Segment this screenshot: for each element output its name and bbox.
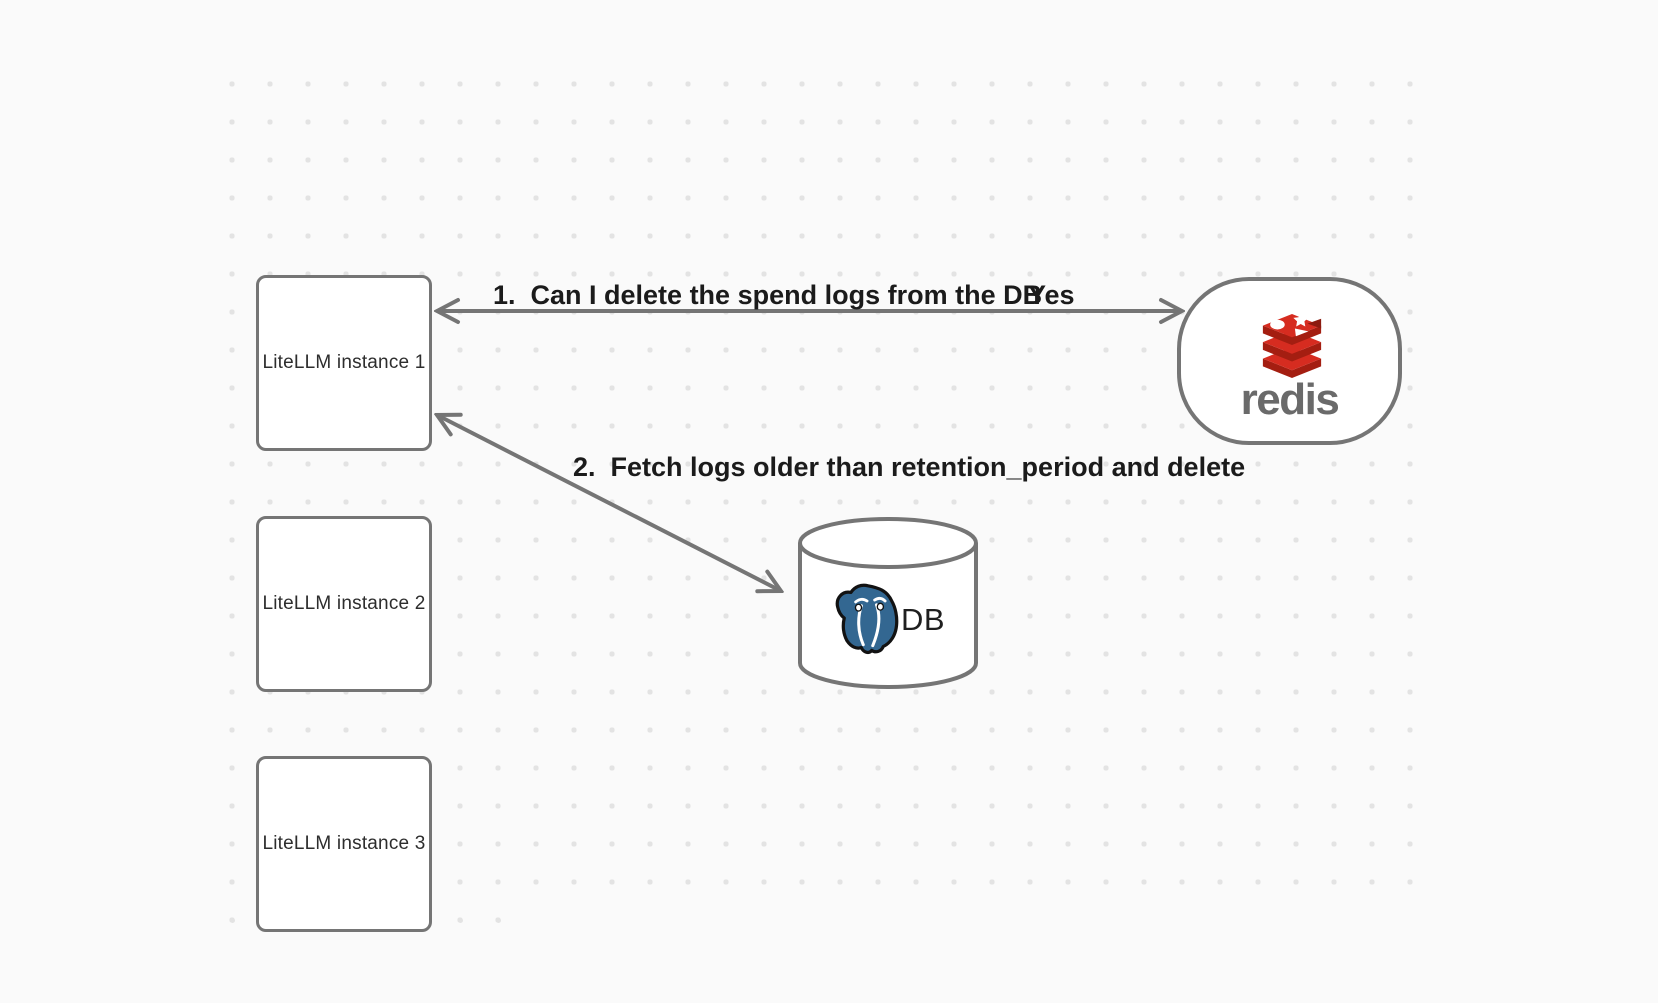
- redis-node[interactable]: redis: [1177, 277, 1402, 445]
- grid-dot: [229, 917, 235, 923]
- arrow-2-label: 2. Fetch logs older than retention_perio…: [573, 452, 1246, 482]
- grid-dot: [495, 917, 501, 923]
- redis-wordmark: redis: [1240, 375, 1340, 424]
- litellm-instance-1-label: LiteLLM instance 1: [262, 352, 426, 373]
- grid-dot: [457, 917, 463, 923]
- arrow-1-label: 1. Can I delete the spend logs from the …: [493, 280, 1043, 310]
- litellm-instance-2-label: LiteLLM instance 2: [262, 593, 426, 614]
- database-content: DB: [796, 515, 980, 691]
- litellm-instance-2-box[interactable]: LiteLLM instance 2: [256, 516, 432, 692]
- litellm-instance-1-box[interactable]: LiteLLM instance 1: [256, 275, 432, 451]
- litellm-instance-3-box[interactable]: LiteLLM instance 3: [256, 756, 432, 932]
- arrow-1-answer-label: Yes: [1028, 280, 1075, 310]
- redis-logo-icon: [1262, 312, 1322, 378]
- postgresql-icon: [835, 583, 899, 655]
- db-label: DB: [900, 602, 946, 637]
- litellm-instance-3-label: LiteLLM instance 3: [262, 833, 426, 854]
